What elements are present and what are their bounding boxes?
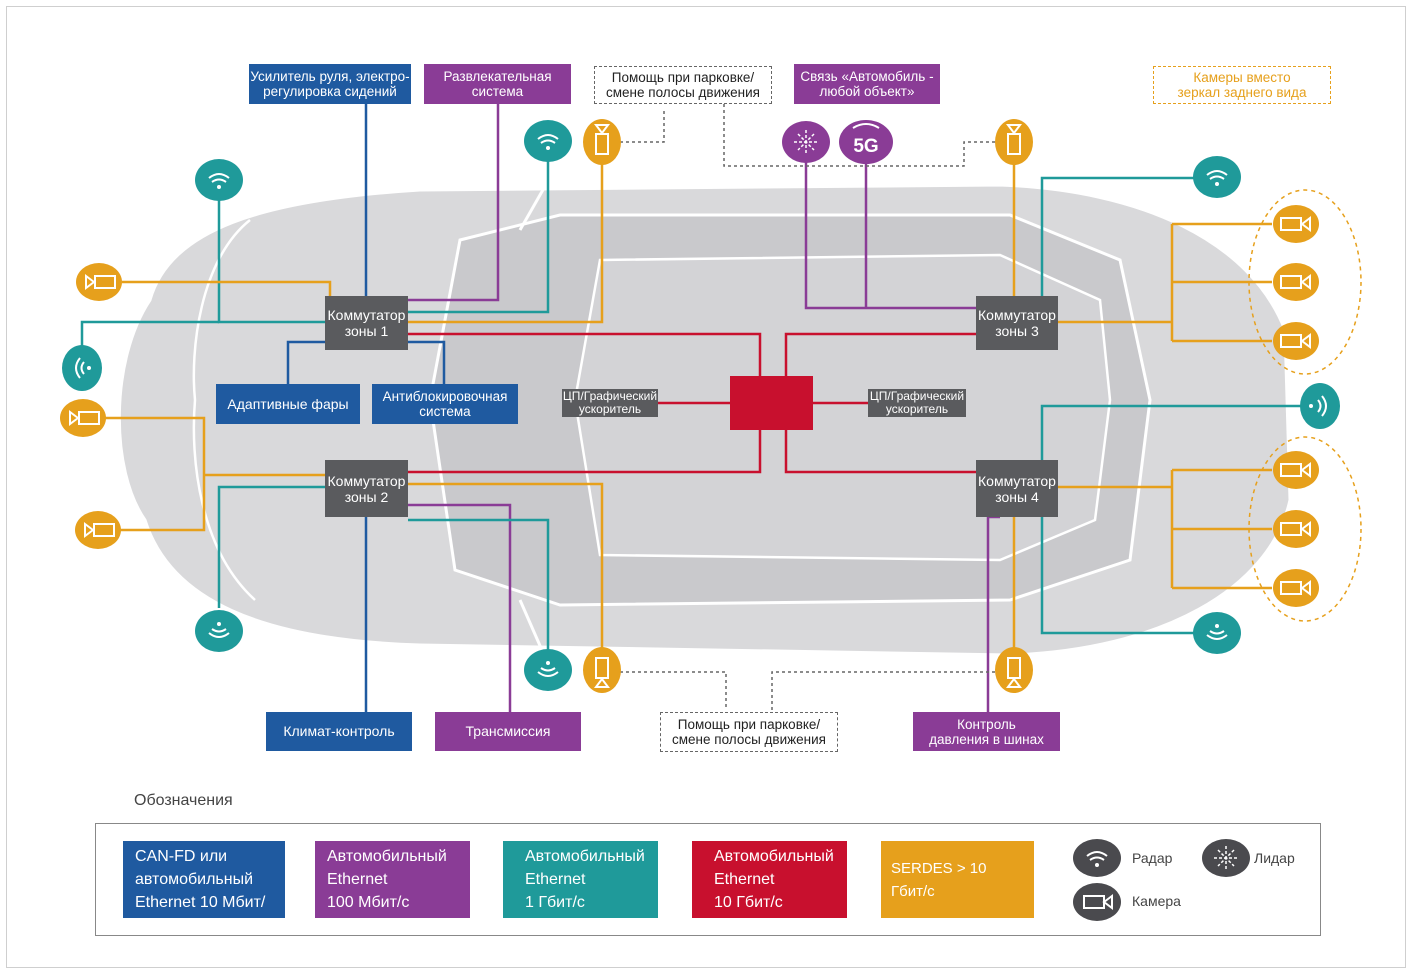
camera-icon (583, 119, 621, 165)
radar-icon (524, 649, 572, 691)
radar-icon (1300, 383, 1340, 429)
camera-icon (1273, 205, 1319, 243)
legend-eth100: Автомобильный Ethernet 100 Мбит/с (315, 841, 470, 918)
camera-icon (1073, 883, 1121, 921)
parking-assist-bottom-box: Помощь при парковке/ смене полосы движен… (660, 712, 838, 752)
central-cpu-block (730, 376, 813, 430)
legend-eth10g: Автомобильный Ethernet 10 Гбит/с (692, 841, 847, 918)
radar-icon (524, 120, 572, 162)
legend-title: Обозначения (134, 792, 233, 809)
camera-icon (76, 263, 122, 301)
zone-switch-3: Коммутатор зоны 3 (976, 296, 1058, 350)
zone-switch-4: Коммутатор зоны 4 (976, 460, 1058, 517)
camera-icon (1273, 569, 1319, 607)
radar-icon (62, 345, 102, 391)
5g-label: 5G (853, 136, 878, 157)
climate-box: Климат-контроль (266, 712, 412, 751)
camera-icon (995, 647, 1033, 693)
dotted-connectors (620, 104, 996, 710)
camera-icon (1273, 451, 1319, 489)
radar-icon (1193, 612, 1241, 654)
eth10g-lines (408, 332, 976, 474)
zone-switch-1: Коммутатор зоны 1 (325, 296, 408, 350)
radar-icon (1193, 156, 1241, 198)
mirror-cameras-box: Камеры вместо зеркал заднего вида (1153, 66, 1331, 104)
v2x-box: Связь «Автомобиль - любой объект» (794, 64, 940, 104)
camera-icon (1273, 510, 1319, 548)
legend-icons (1073, 839, 1250, 921)
legend-serdes: SERDES > 10 Гбит/с (881, 841, 1034, 918)
serdes-lines (105, 162, 1362, 650)
legend: CAN-FD или автомобильный Ethernet 10 Мби… (95, 823, 1321, 936)
radar-icon (195, 610, 243, 652)
legend-radar-label: Радар (1132, 850, 1173, 866)
radar-icon (1073, 839, 1121, 877)
camera-icon (75, 511, 121, 549)
camera-icon (995, 119, 1033, 165)
legend-can: CAN-FD или автомобильный Ethernet 10 Мби… (123, 841, 285, 934)
zone-switch-2: Коммутатор зоны 2 (325, 460, 408, 517)
steering-box: Усилитель руля, электро- регулировка сид… (249, 64, 411, 104)
diagram-frame (6, 6, 1406, 968)
eth100-lines (408, 104, 1000, 712)
lidar-icon (1202, 839, 1250, 877)
gpu-left-box: ЦП/Графический ускоритель (562, 389, 658, 417)
parking-assist-top-box: Помощь при парковке/ смене полосы движен… (594, 66, 772, 104)
camera-icon (583, 647, 621, 693)
headlights-box: Адаптивные фары (216, 384, 360, 424)
transmission-box: Трансмиссия (435, 712, 581, 751)
5g-icon: 5G (839, 120, 893, 164)
radar-icon (195, 159, 243, 201)
camera-icon (1273, 263, 1319, 301)
camera-icon (60, 399, 106, 437)
eth1g-lines (80, 160, 1310, 650)
legend-camera-label: Камера (1132, 893, 1181, 909)
lidar-icon (782, 121, 830, 163)
camera-icons (60, 119, 1319, 693)
legend-eth1g: Автомобильный Ethernet 1 Гбит/с (503, 841, 658, 918)
gpu-right-box: ЦП/Графический ускоритель (868, 389, 966, 417)
legend-lidar-label: Лидар (1254, 850, 1295, 866)
tire-pressure-box: Контроль давления в шинах (913, 712, 1060, 751)
infotainment-box: Развлекательная система (424, 64, 571, 104)
camera-icon (1273, 322, 1319, 360)
radar-icons (62, 120, 1340, 691)
abs-box: Антиблокировочная система (372, 384, 518, 424)
